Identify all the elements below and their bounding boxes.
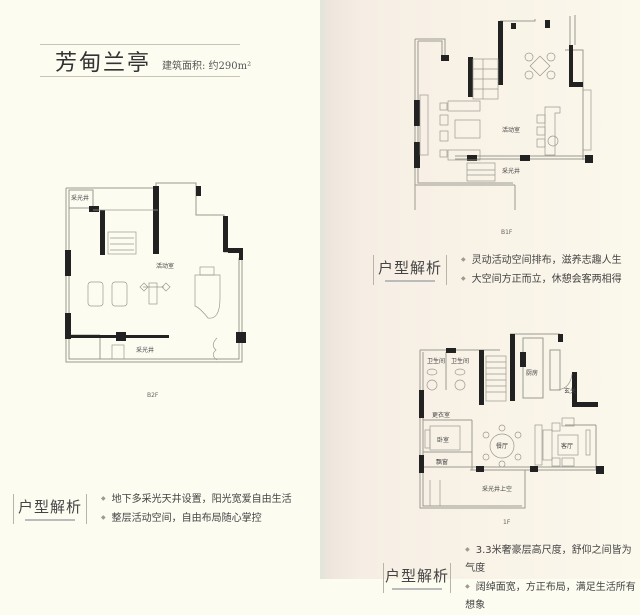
title-top-rule [40, 44, 240, 45]
building-area: 建筑面积: 约290m² [162, 61, 252, 72]
floor-plan-1f: 卫生间 卫生间 厨房 玄关 更衣室 卧室 餐厅 客厅 飘窗 采光井上空 [410, 330, 610, 510]
room-label-bathroom-2: 卫生间 [451, 357, 469, 365]
room-label-bay-window: 飘窗 [436, 458, 448, 466]
room-label-lightwell: 采光井 [502, 167, 520, 175]
analysis-points: 灵动活动空间排布，滋养志趣人生 大空间方正而立，休憩会客两相得 [461, 251, 622, 289]
b1f-plan-drawing: 活动室 采光井 [414, 15, 593, 214]
analysis-badge: 户型解析 [383, 563, 452, 593]
analysis-point: 整层活动空间，自由布局随心掌控 [101, 509, 292, 528]
room-label-lightwell-void: 采光井上空 [482, 485, 512, 493]
analysis-subtitle-decor [25, 519, 75, 521]
floor-label-b1f: B1F [501, 229, 513, 236]
analysis-b1f: 户型解析 灵动活动空间排布，滋养志趣人生 大空间方正而立，休憩会客两相得 [373, 251, 622, 289]
analysis-points: 3.3米奢豪层高尺度，舒仰之间皆为气度 阔绰面宽，方正布局，满足生活所有想象 [465, 541, 640, 615]
analysis-point: 地下多采光天井设置，阳光宽爱自由生活 [101, 490, 292, 509]
analysis-badge: 户型解析 [13, 494, 87, 524]
floor-label-1f: 1F [503, 519, 511, 526]
room-label-lightwell-bottom: 采光井 [136, 346, 154, 354]
room-label-kitchen: 厨房 [526, 369, 538, 377]
right-page [322, 0, 640, 579]
room-label-activity: 活动室 [156, 262, 174, 270]
page-fold [320, 0, 323, 579]
floor-label-b2f: B2F [147, 392, 159, 399]
floor-plan-b1f: 活动室 采光井 [405, 15, 605, 215]
analysis-subtitle-decor [392, 588, 443, 590]
left-page [0, 0, 322, 579]
analysis-point: 灵动活动空间排布，滋养志趣人生 [461, 251, 622, 270]
analysis-point: 阔绰面宽，方正布局，满足生活所有想象 [465, 578, 640, 615]
floor-plan-b2f: 采光井 活动室 采光井 [60, 180, 260, 400]
analysis-points: 地下多采光天井设置，阳光宽爱自由生活 整层活动空间，自由布局随心掌控 [101, 490, 292, 528]
analysis-point: 3.3米奢豪层高尺度，舒仰之间皆为气度 [465, 541, 640, 578]
analysis-heading: 户型解析 [17, 498, 82, 516]
analysis-heading: 户型解析 [377, 259, 442, 277]
analysis-1f: 户型解析 3.3米奢豪层高尺度，舒仰之间皆为气度 阔绰面宽，方正布局，满足生活所… [383, 541, 640, 615]
room-label-bedroom: 卧室 [437, 436, 449, 444]
analysis-point: 大空间方正而立，休憩会客两相得 [461, 270, 622, 289]
room-label-dining: 餐厅 [496, 442, 508, 450]
title-bottom-rule [40, 76, 240, 77]
page-title: 芳甸兰亭 [55, 51, 152, 76]
room-label-bathroom-1: 卫生间 [427, 357, 445, 365]
analysis-badge: 户型解析 [373, 255, 447, 285]
room-label-activity: 活动室 [502, 126, 520, 134]
analysis-heading: 户型解析 [385, 567, 450, 585]
analysis-subtitle-decor [385, 280, 435, 282]
analysis-b2f: 户型解析 地下多采光天井设置，阳光宽爱自由生活 整层活动空间，自由布局随心掌控 [13, 490, 292, 528]
room-label-living: 客厅 [561, 442, 573, 450]
b2f-plan-drawing: 采光井 活动室 采光井 [65, 182, 246, 363]
1f-plan-drawing: 卫生间 卫生间 厨房 玄关 更衣室 卧室 餐厅 客厅 飘窗 采光井上空 [419, 333, 604, 509]
room-label-dressing: 更衣室 [432, 411, 450, 419]
room-label-entrance: 玄关 [564, 387, 576, 395]
room-label-lightwell: 采光井 [71, 194, 89, 202]
